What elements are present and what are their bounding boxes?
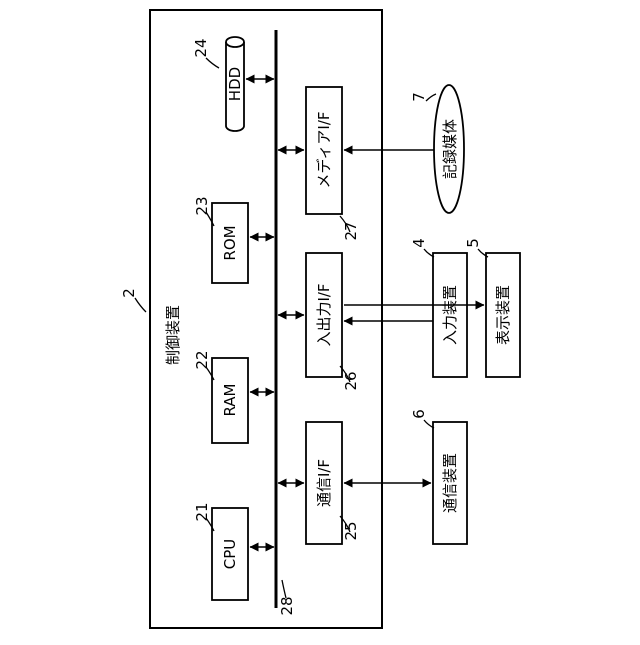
media-if-label: メディアI/F — [315, 111, 333, 188]
ram-ref: 22 — [193, 350, 211, 369]
rom-label: ROM — [221, 225, 239, 260]
ram-label: RAM — [221, 383, 239, 416]
bus-ref: 28 — [278, 596, 296, 615]
hdd-label: HDD — [226, 67, 244, 101]
display-device-ref: 5 — [464, 238, 482, 248]
recording-medium-ref: 7 — [410, 92, 428, 102]
control-device-leader — [135, 298, 146, 312]
control-device-ref: 2 — [120, 288, 138, 298]
hdd-leader — [206, 58, 219, 68]
comm-if-label: 通信I/F — [315, 459, 333, 507]
comm-device-label: 通信装置 — [441, 453, 459, 513]
io-if-label: 入出力I/F — [315, 283, 333, 346]
display-device-label: 表示装置 — [494, 285, 512, 345]
recording-medium-label: 記録媒体 — [441, 119, 459, 179]
cpu-ref: 21 — [193, 502, 211, 521]
bus-leader — [282, 580, 286, 598]
hdd-ref: 24 — [192, 38, 210, 57]
io-if-ref: 26 — [342, 371, 360, 390]
input-device-label: 入力装置 — [441, 285, 459, 345]
cpu-label: CPU — [221, 539, 239, 570]
control-device-label: 制御装置 — [164, 305, 182, 365]
comm-if-ref: 25 — [342, 521, 360, 540]
comm-device-ref: 6 — [410, 409, 428, 419]
hdd-block: HDD — [226, 37, 244, 131]
media-if-ref: 27 — [342, 221, 360, 240]
input-device-ref: 4 — [410, 238, 428, 248]
rom-ref: 23 — [193, 196, 211, 215]
